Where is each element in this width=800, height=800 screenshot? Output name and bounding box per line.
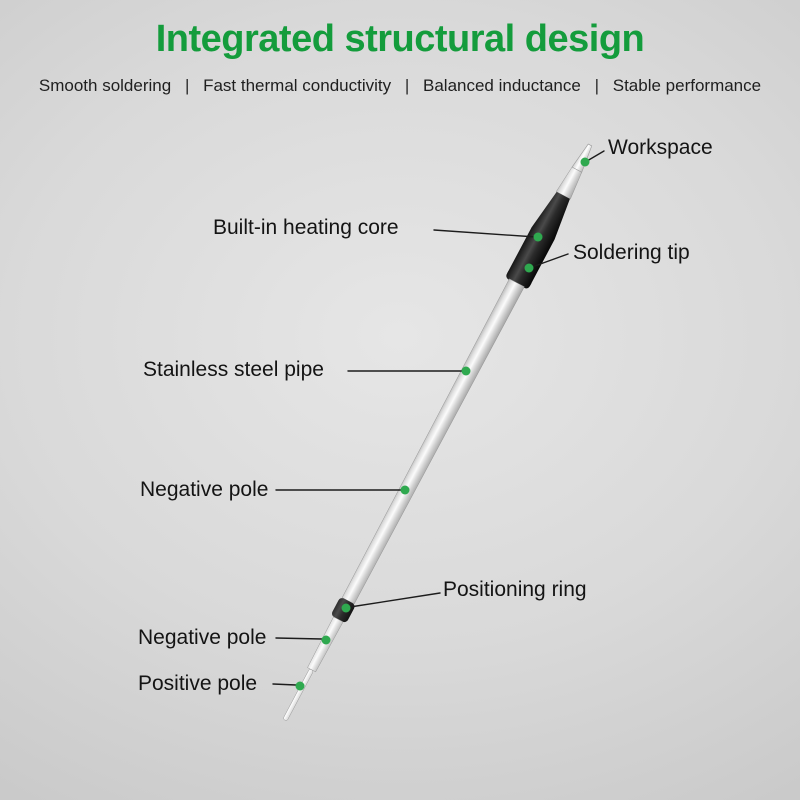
leader-line-heating-core xyxy=(433,229,537,238)
callout-built-in-heating-core: Built-in heating core xyxy=(213,216,399,239)
dot-steel-pipe xyxy=(461,366,471,376)
leader-line-positive-pole xyxy=(272,683,297,686)
callout-dots xyxy=(295,157,590,691)
callout-negative-pole-lower: Negative pole xyxy=(138,626,267,649)
page-title: Integrated structural design xyxy=(155,18,645,60)
feature-balanced-inductance: Balanced inductance xyxy=(423,76,581,95)
callout-negative-pole-upper: Negative pole xyxy=(140,478,269,501)
leader-line-negative-pole-lower xyxy=(275,637,323,640)
dot-workspace xyxy=(580,157,590,167)
feature-smooth-soldering: Smooth soldering xyxy=(38,76,172,95)
callout-positive-pole: Positive pole xyxy=(138,672,258,695)
dot-negative-pole-upper xyxy=(400,485,410,495)
callout-workspace: Workspace xyxy=(608,136,713,159)
leader-line-soldering-tip xyxy=(531,253,569,268)
negative-pole-tube-shape xyxy=(307,616,344,673)
callout-soldering-tip: Soldering tip xyxy=(573,241,690,264)
tip-cone-shape xyxy=(555,166,582,200)
dot-negative-pole-lower xyxy=(321,635,331,645)
dot-positive-pole xyxy=(295,681,305,691)
feature-fast-thermal-conductivity: Fast thermal conductivity xyxy=(203,76,392,95)
steel-pipe-shape xyxy=(341,278,525,605)
callout-positioning-ring: Positioning ring xyxy=(443,578,587,601)
subtitle-separator: | xyxy=(404,76,410,95)
leader-line-workspace xyxy=(586,150,605,162)
sleeve-bottom-cap-shape xyxy=(506,269,532,289)
dot-soldering-tip xyxy=(524,263,534,273)
subtitle-separator: | xyxy=(594,76,599,95)
dot-heating-core xyxy=(533,232,543,242)
leader-line-positioning-ring xyxy=(349,592,441,608)
dot-positioning-ring xyxy=(341,603,351,613)
callout-leader-lines xyxy=(272,150,605,686)
positive-pole-pin-shape xyxy=(283,669,314,721)
subtitle-separator: | xyxy=(184,76,190,95)
subtitle: Smooth soldering | Fast thermal conducti… xyxy=(0,76,800,96)
workspace-tip-shape xyxy=(571,143,593,173)
callout-stainless-steel-pipe: Stainless steel pipe xyxy=(143,358,324,381)
feature-stable-performance: Stable performance xyxy=(612,76,762,95)
